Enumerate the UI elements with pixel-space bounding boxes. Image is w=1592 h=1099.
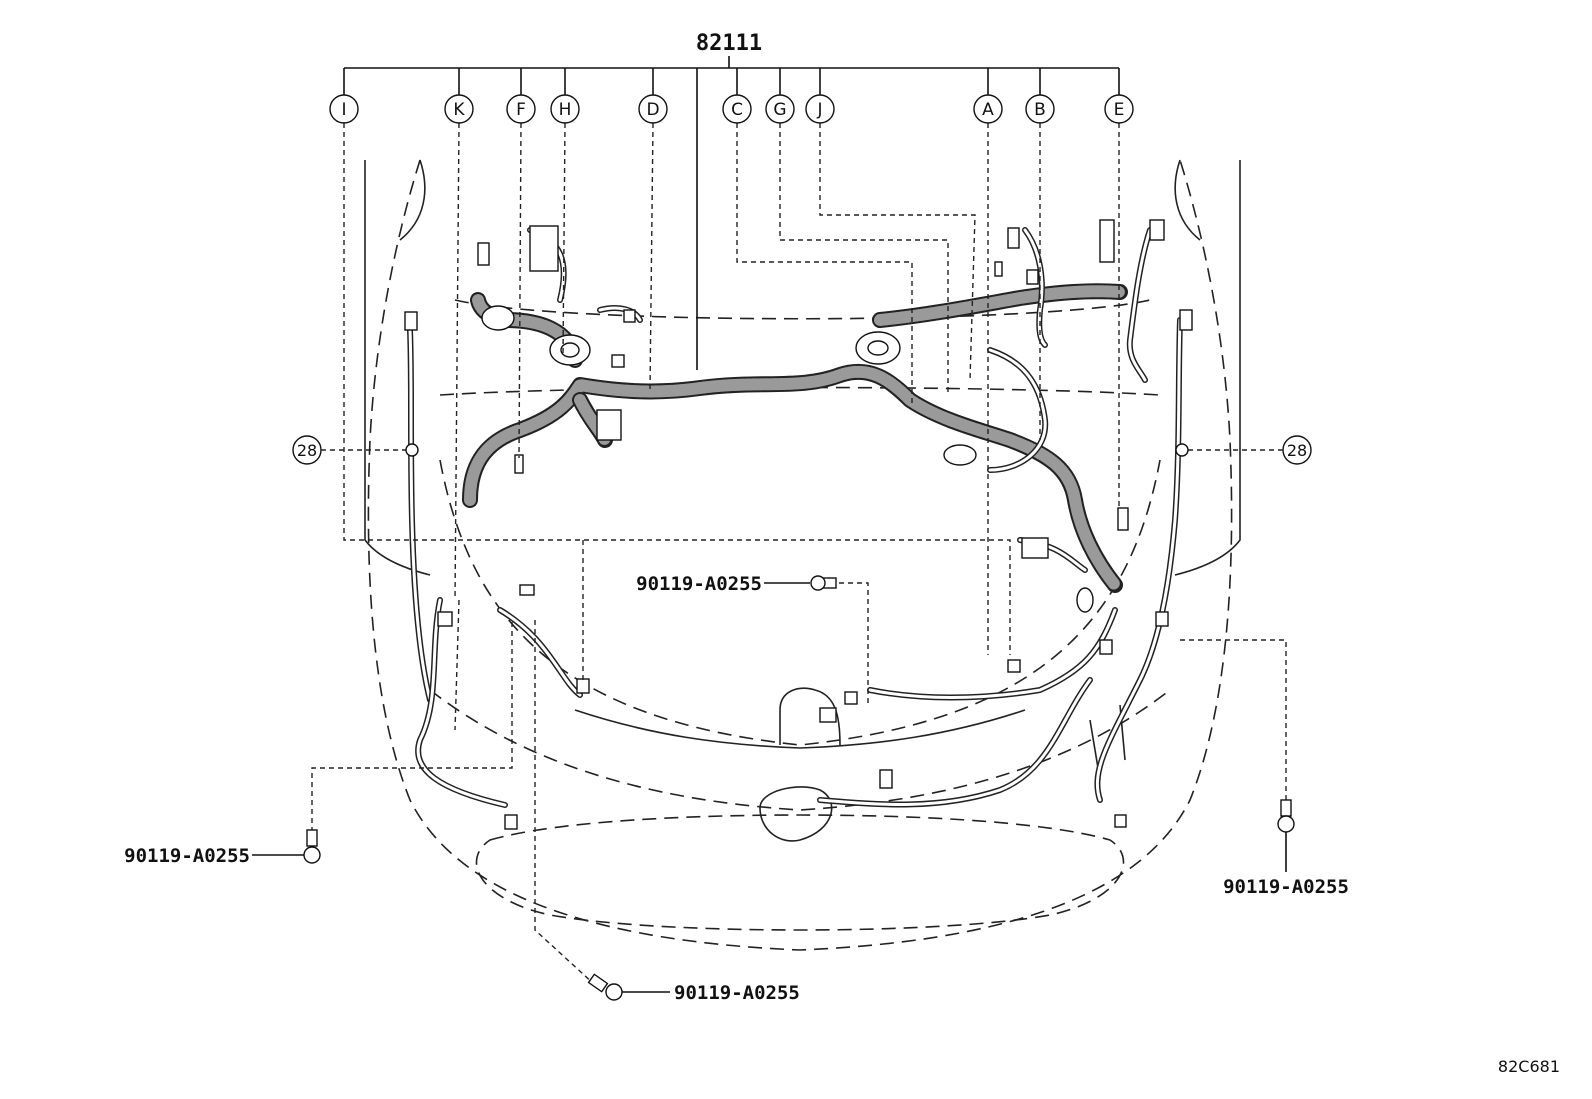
callout-k: K xyxy=(444,94,474,124)
bolt-right: 90119-A0255 xyxy=(1180,639,1349,898)
callout-c-label: C xyxy=(731,100,743,120)
callout-h: H xyxy=(550,94,580,124)
drawing-code: 82C681 xyxy=(1498,1057,1560,1076)
ref-28-right: 28 xyxy=(1175,435,1312,465)
ref-28-left: 28 xyxy=(292,435,419,465)
callout-a: A xyxy=(973,94,1003,124)
ref-28-left-label: 28 xyxy=(297,441,317,460)
bolt-icon xyxy=(1277,799,1295,833)
vehicle-body-outline xyxy=(364,159,1241,951)
bolt-left: 90119-A0255 xyxy=(124,620,513,867)
callout-g-label: G xyxy=(773,100,786,120)
callout-leaders xyxy=(343,122,1120,731)
callout-e-label: E xyxy=(1114,100,1125,120)
main-part-number: 82111 xyxy=(696,31,762,56)
secondary-wires xyxy=(407,227,1183,808)
callout-d: D xyxy=(638,94,668,124)
callout-h-label: H xyxy=(559,100,572,120)
callout-circles: I K F H D C G J xyxy=(329,94,1134,124)
bolt-right-label: 90119-A0255 xyxy=(1223,876,1349,898)
callout-k-label: K xyxy=(453,100,465,120)
callout-c: C xyxy=(722,94,752,124)
callout-j: J xyxy=(805,94,835,124)
callout-d-label: D xyxy=(646,100,659,120)
callout-i-label: I xyxy=(341,100,346,120)
bolt-center: 90119-A0255 xyxy=(636,573,869,705)
callout-b: B xyxy=(1025,94,1055,124)
bolt-icon xyxy=(303,829,321,864)
bolt-bottom-label: 90119-A0255 xyxy=(674,982,800,1004)
bolt-left-label: 90119-A0255 xyxy=(124,845,250,867)
callout-f: F xyxy=(506,94,536,124)
callout-i: I xyxy=(329,94,359,124)
callout-a-label: A xyxy=(982,100,994,120)
callout-b-label: B xyxy=(1034,100,1046,120)
bolt-icon xyxy=(587,973,623,1001)
bolt-center-label: 90119-A0255 xyxy=(636,573,762,595)
bolt-icon xyxy=(810,575,837,591)
main-part-callout-tree xyxy=(343,56,1120,370)
callout-e: E xyxy=(1104,94,1134,124)
callout-f-label: F xyxy=(516,100,526,120)
connectors xyxy=(404,219,1193,830)
callout-g: G xyxy=(765,94,795,124)
ref-28-right-label: 28 xyxy=(1287,441,1307,460)
bolt-bottom: 90119-A0255 xyxy=(534,620,800,1004)
callout-j-label: J xyxy=(816,100,822,120)
grommets xyxy=(481,305,1094,613)
